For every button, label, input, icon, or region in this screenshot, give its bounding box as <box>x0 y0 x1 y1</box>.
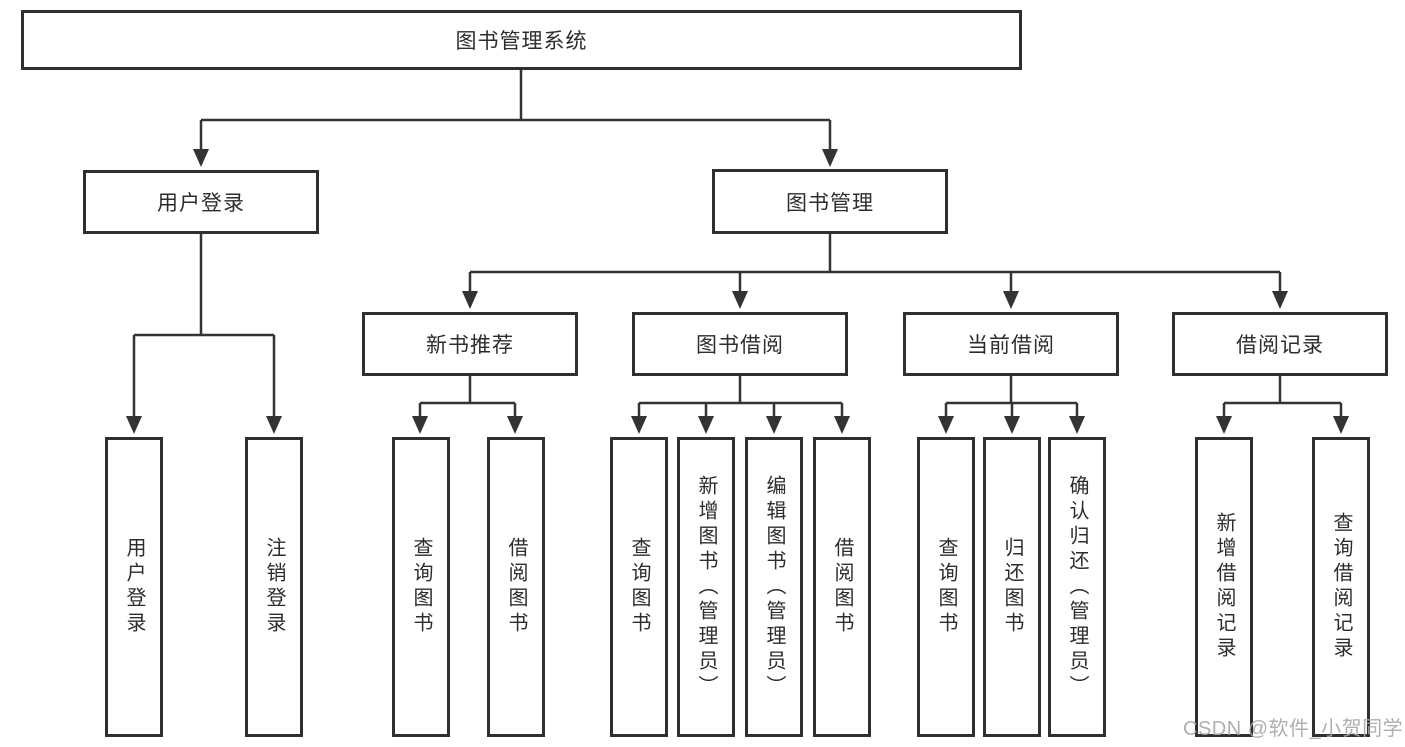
node-borrowing-records: 借阅记录 <box>1172 312 1388 376</box>
leaf-user-login: 用户登录 <box>105 437 163 737</box>
node-label: 新增借阅记录 <box>1213 512 1235 662</box>
leaf-query-books-borrowing: 查询图书 <box>610 437 668 737</box>
leaf-return-books: 归还图书 <box>983 437 1041 737</box>
node-label: 编辑图书（管理员） <box>763 474 785 700</box>
leaf-borrow-books-borrowing: 借阅图书 <box>813 437 871 737</box>
leaf-confirm-return-admin: 确认归还（管理员） <box>1048 437 1106 737</box>
node-new-book-recommendation: 新书推荐 <box>362 312 578 376</box>
leaf-logout: 注销登录 <box>245 437 303 737</box>
node-library-management-system: 图书管理系统 <box>21 10 1022 70</box>
node-book-management: 图书管理 <box>712 169 948 234</box>
node-user-login: 用户登录 <box>83 170 319 234</box>
node-label: 图书管理 <box>786 191 874 215</box>
node-current-borrowing: 当前借阅 <box>903 312 1119 376</box>
leaf-query-books-current: 查询图书 <box>917 437 975 737</box>
node-label: 当前借阅 <box>967 334 1055 357</box>
watermark: CSDN @软件_小贺同学 <box>1183 718 1404 740</box>
leaf-edit-books-admin: 编辑图书（管理员） <box>745 437 803 737</box>
node-label: 用户登录 <box>123 537 145 637</box>
node-label: 查询图书 <box>628 537 650 637</box>
node-label: 查询借阅记录 <box>1330 512 1352 662</box>
node-label: 借阅图书 <box>831 537 853 637</box>
arrowheads <box>126 149 1349 434</box>
leaf-query-books-recommend: 查询图书 <box>392 437 450 737</box>
node-label: 确认归还（管理员） <box>1066 474 1088 700</box>
node-book-borrowing: 图书借阅 <box>632 312 848 376</box>
leaf-add-books-admin: 新增图书（管理员） <box>677 437 735 737</box>
node-label: 查询图书 <box>935 537 957 637</box>
leaf-query-borrow-record: 查询借阅记录 <box>1312 437 1370 737</box>
node-label: 图书借阅 <box>696 334 784 357</box>
node-label: 查询图书 <box>410 537 432 637</box>
node-label: 用户登录 <box>157 192 245 215</box>
leaf-add-borrow-record: 新增借阅记录 <box>1195 437 1253 737</box>
node-label: 借阅记录 <box>1236 334 1324 357</box>
node-label: 归还图书 <box>1001 537 1023 637</box>
node-label: 借阅图书 <box>505 537 527 637</box>
leaf-borrow-books-recommend: 借阅图书 <box>487 437 545 737</box>
node-label: 新书推荐 <box>426 334 514 357</box>
node-label: 图书管理系统 <box>455 30 588 53</box>
node-label: 注销登录 <box>263 537 285 637</box>
node-label: 新增图书（管理员） <box>695 474 717 700</box>
